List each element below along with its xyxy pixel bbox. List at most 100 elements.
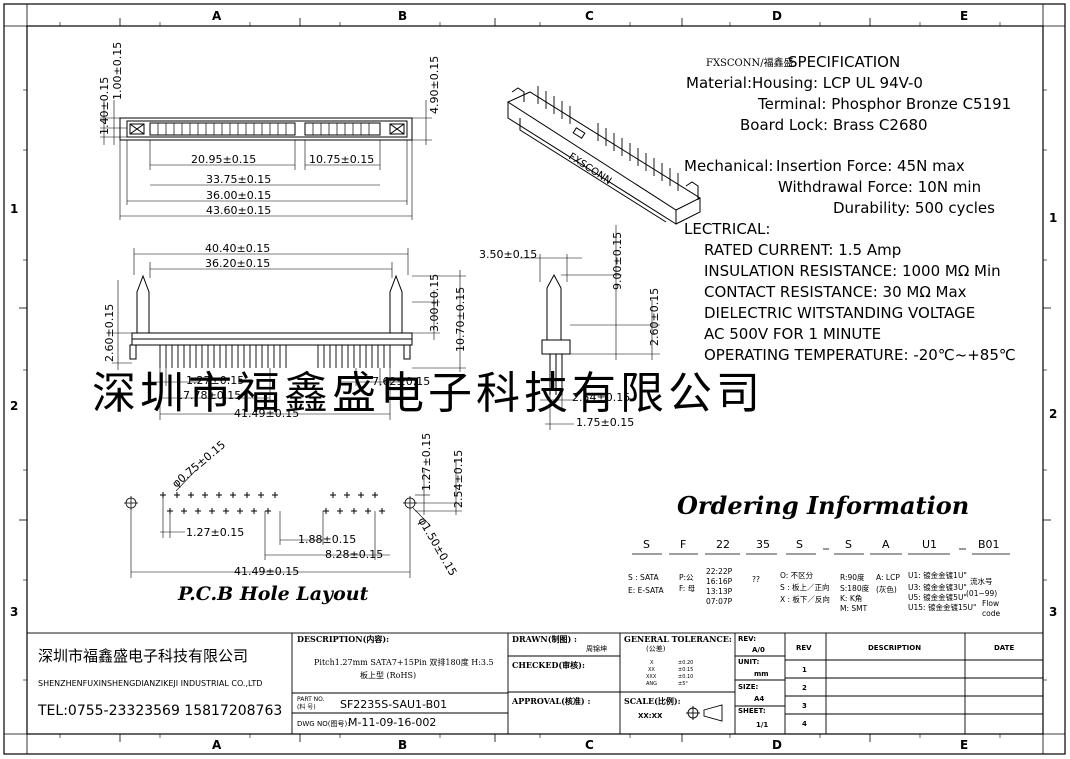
dim-17-78: 17.78±0.15	[176, 389, 241, 402]
spec-operating: OPERATING TEMPERATURE: -20℃~+85℃	[704, 346, 1016, 364]
order-desc-type-3: K: K角	[840, 593, 862, 603]
tol-xx-label: XX	[648, 667, 655, 673]
dim-2-54-pcb: 2.54±0.15	[452, 450, 465, 508]
pcb-dims: φ0.75±0.15 1.27±0.15 2.54±0.15 1.27±0.15…	[170, 433, 465, 578]
zone-a-top: A	[212, 9, 222, 23]
minor-ticks	[23, 22, 1047, 738]
isometric-view	[506, 86, 702, 225]
zone-ticks	[4, 4, 1065, 754]
description-text-2: 板上型 (RoHS)	[360, 670, 416, 680]
dim-41-49-pcb: 41.49±0.15	[234, 565, 299, 578]
order-desc-pins-4: 07:07P	[706, 597, 733, 606]
spec-ac: AC 500V FOR 1 MINUTE	[704, 325, 881, 343]
dim-33-75: 33.75±0.15	[206, 173, 271, 186]
dim-41-49-front: 41.49±0.15	[234, 407, 299, 420]
order-desc-plating-1: U1: 镀金金镀1U"	[908, 570, 967, 580]
spec-board-lock: Board Lock: Brass C2680	[740, 116, 928, 134]
ordering-codes: S F 22 35 S S A U1 B01	[643, 538, 1000, 551]
tol-x-label: X	[650, 660, 654, 666]
order-desc-flow-4: code	[982, 609, 1000, 618]
dim-2-60-front: 2.60±0.15	[103, 304, 116, 362]
dim-10-70: 10.70±0.15	[454, 287, 467, 352]
order-code-pins: 22	[716, 538, 730, 551]
size-value: A4	[754, 695, 764, 703]
spec-terminal: Terminal: Phosphor Bronze C5191	[757, 95, 1011, 113]
order-desc-flow-2: (01~99)	[966, 589, 997, 598]
order-desc-height: ??	[752, 575, 760, 584]
unit-label: UNIT:	[738, 658, 760, 666]
order-desc-direction-1: O: 不区分	[780, 571, 814, 580]
dim-1-27-pcb: 1.27±0.15	[186, 526, 244, 539]
rev-row-3: 3	[802, 702, 807, 710]
watermark: 深圳市福鑫盛电子科技有限公司	[92, 368, 764, 419]
unit-value: mm	[754, 670, 769, 678]
ordering-title: Ordering Information	[677, 491, 969, 520]
ordering-descriptions: S : SATA E: E-SATA P:公 F: 母 22:22P 16:16…	[628, 567, 1000, 618]
dim-3-00: 3.00±0.15	[428, 274, 441, 332]
company-name-cn: 深圳市福鑫盛电子科技有限公司	[38, 647, 248, 665]
spec-dielectric: DIELECTRIC WITSTANDING VOLTAGE	[704, 304, 975, 322]
dim-7-62: 7.62±0.15	[372, 375, 430, 388]
dim-36-00: 36.00±0.15	[206, 189, 271, 202]
zone-letters: A B C D E A B C D E 1 2 3 1 2 3	[10, 9, 1057, 752]
dim-phi-1-50: φ1.50±0.15	[415, 515, 459, 578]
description-text: Pitch1.27mm SATA7+15Pin 双排180度 H:3.5	[314, 657, 494, 667]
checked-label: CHECKED(审核):	[512, 660, 585, 670]
dim-9-00: 9.00±0.15	[611, 232, 624, 290]
spec-insulation: INSULATION RESISTANCE: 1000 MΩ Min	[704, 262, 1001, 280]
order-desc-type-1: R:90度	[840, 572, 865, 582]
order-desc-series-1: S : SATA	[628, 573, 660, 582]
dim-4-90: 4.90±0.15	[428, 56, 441, 114]
sheet-label: SHEET:	[738, 707, 766, 715]
zone-2-left: 2	[10, 399, 18, 413]
approval-label: APPROVAL(核准) :	[511, 696, 590, 706]
order-code-gender: F	[680, 538, 686, 551]
order-desc-gender-1: P:公	[679, 573, 694, 582]
spec-electrical-label: LECTRICAL:	[684, 220, 770, 238]
spec-mechanical-label: Mechanical:	[684, 157, 773, 175]
spec-contact: CONTACT RESISTANCE: 30 MΩ Max	[704, 283, 967, 301]
order-desc-type-2: S:180度	[840, 583, 870, 593]
dim-1-88: 1.88±0.15	[298, 533, 356, 546]
specification-block: FXSCONN/福鑫盛 SPECIFICATION Material: Hous…	[684, 53, 1016, 364]
order-desc-pins-1: 22:22P	[706, 567, 733, 576]
spec-durability: Durability: 500 cycles	[833, 199, 995, 217]
spec-housing: Housing: LCP UL 94V-0	[752, 74, 923, 92]
zone-c-top: C	[585, 9, 594, 23]
rev-row-2: 2	[802, 684, 807, 692]
part-no-value: SF2235S-SAU1-B01	[340, 698, 447, 711]
scale-label: SCALE(比例):	[624, 696, 681, 706]
order-code-height: 35	[756, 538, 770, 551]
dim-8-28: 8.28±0.15	[325, 548, 383, 561]
dim-1-40: 1.40±0.15	[98, 77, 111, 135]
rev-row-1: 1	[802, 666, 807, 674]
rev-row-4: 4	[802, 720, 807, 728]
zone-1-right: 1	[1049, 211, 1057, 225]
iso-brand-label: FXSCONN	[566, 151, 613, 187]
front-view	[112, 248, 466, 420]
spec-insertion: Insertion Force: 45N max	[776, 157, 965, 175]
dim-36-20: 36.20±0.15	[205, 257, 270, 270]
order-code-flow: B01	[978, 538, 1000, 551]
order-desc-plating-2: U3: 镀金金镀3U"	[908, 582, 967, 592]
order-code-type: S	[845, 538, 852, 551]
front-view-dims: 40.40±0.15 36.20±0.15 2.60±0.15 3.00±0.1…	[103, 242, 467, 420]
order-desc-material-2: (灰色)	[876, 584, 897, 594]
order-desc-series-2: E: E-SATA	[628, 586, 665, 595]
company-tel: TEL:0755-23323569 15817208763	[37, 703, 282, 719]
company-name-en: SHENZHENFUXINSHENGDIANZIKEJI INDUSTRIAL …	[38, 679, 262, 688]
dwg-no-label: DWG NO(图号):	[297, 720, 350, 728]
dim-1-27-pcb-vertical: 1.27±0.15	[420, 433, 433, 491]
tolerance-sub: (公差)	[646, 644, 666, 653]
dim-10-75: 10.75±0.15	[309, 153, 374, 166]
dim-2-60-side: 2.60±0.15	[648, 288, 661, 346]
side-view	[520, 225, 660, 430]
zone-d-top: D	[772, 9, 782, 23]
part-no-label-2: (料 号)	[297, 703, 316, 711]
drawn-label: DRAWN(制图) :	[512, 634, 577, 644]
order-desc-pins-3: 13:13P	[706, 587, 733, 596]
zone-3-left: 3	[10, 605, 18, 619]
dim-1-00: 1.00±0.15	[111, 42, 124, 100]
zone-a-bottom: A	[212, 738, 222, 752]
part-no-label: PART NO.	[297, 696, 325, 703]
